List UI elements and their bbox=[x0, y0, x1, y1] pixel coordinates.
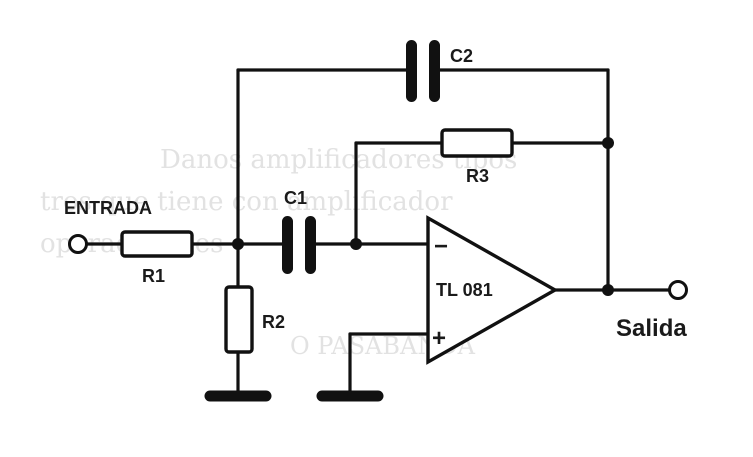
label-c1: C1 bbox=[284, 188, 307, 208]
junction-node-c bbox=[602, 137, 614, 149]
junction-node-a bbox=[232, 238, 244, 250]
junction-node-d bbox=[602, 284, 614, 296]
label-plus: + bbox=[432, 325, 446, 352]
label-salida: Salida bbox=[616, 315, 687, 342]
resistor-r3 bbox=[440, 128, 514, 158]
label-r3: R3 bbox=[466, 166, 489, 186]
label-opamp: TL 081 bbox=[436, 280, 493, 300]
input-terminal bbox=[68, 234, 88, 254]
resistor-r1 bbox=[120, 230, 194, 258]
capacitor-c1 bbox=[282, 216, 316, 274]
label-r1: R1 bbox=[142, 266, 165, 286]
bleed-line-2: tros que tiene con amplificador bbox=[40, 187, 453, 217]
junction-node-b bbox=[350, 238, 362, 250]
opamp-triangle bbox=[426, 215, 559, 365]
resistor-r2 bbox=[224, 285, 254, 354]
label-minus: − bbox=[434, 233, 448, 260]
label-r2: R2 bbox=[262, 312, 285, 332]
output-terminal bbox=[668, 280, 688, 300]
label-c2: C2 bbox=[450, 46, 473, 66]
junction-dots bbox=[232, 137, 614, 296]
capacitor-c2 bbox=[406, 40, 440, 102]
label-entrada: ENTRADA bbox=[64, 198, 152, 218]
